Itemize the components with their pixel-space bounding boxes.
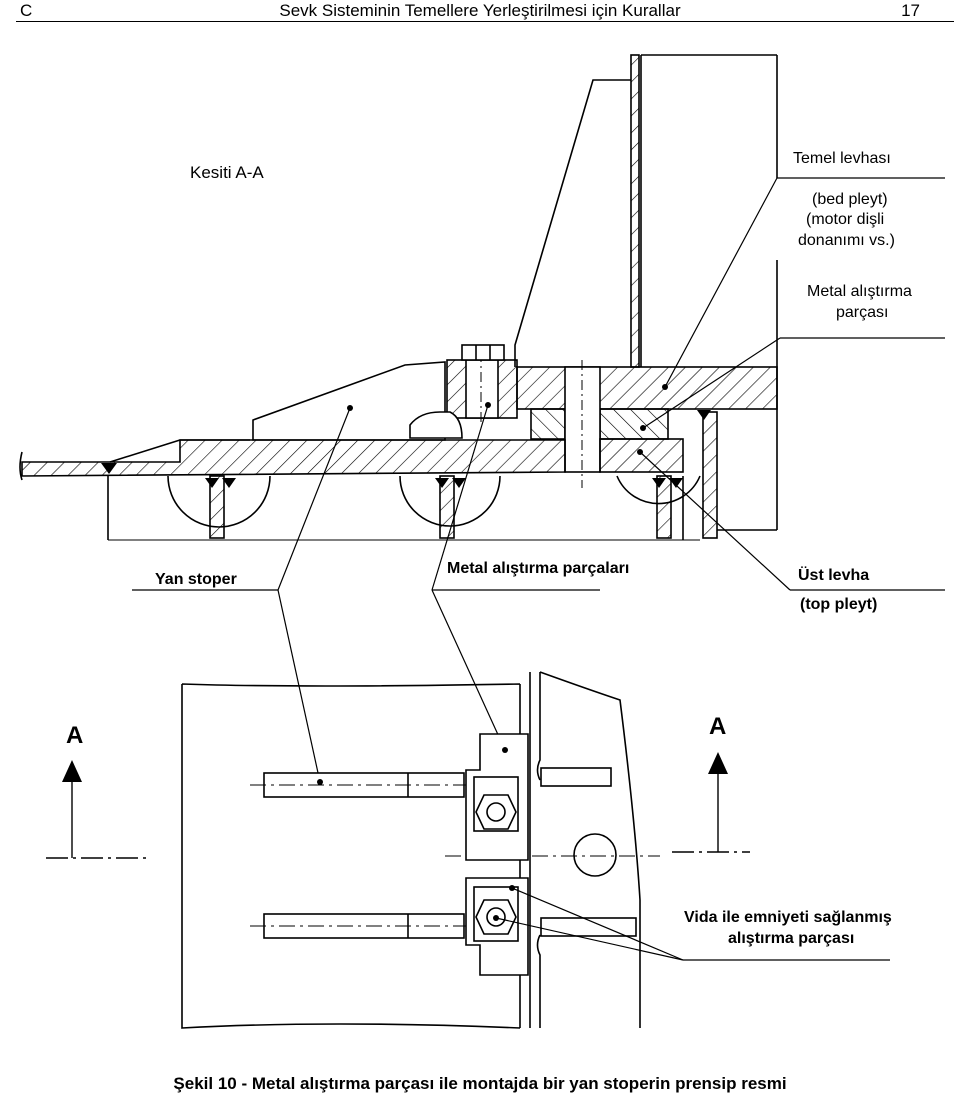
vertical-web: [630, 54, 778, 530]
hex-nut-upper: [475, 794, 517, 830]
metal-chock: [599, 408, 669, 440]
top-plate-label-1: Üst levha: [798, 565, 869, 584]
bed-plate-label-2: (bed pleyt): [812, 191, 888, 208]
bolt-head: [461, 344, 505, 361]
metal-chock-2: [530, 408, 566, 440]
section-mark-right: A: [709, 713, 726, 740]
screw-chock-label-2: alıştırma parçası: [728, 930, 854, 947]
header-title: Sevk Sisteminin Temellere Yerleştirilmes…: [279, 1, 681, 20]
page-header: C Sevk Sisteminin Temellere Yerleştirilm…: [0, 0, 960, 24]
bed-plate: [516, 366, 778, 410]
bed-plate-label-1: Temel levhası: [793, 150, 891, 167]
section-marker-right: [672, 752, 750, 853]
bolt-hole: [573, 833, 617, 877]
section-view: [19, 54, 945, 783]
section-title: Kesiti A-A: [190, 163, 264, 182]
deck-plate: [21, 439, 566, 477]
bed-plate-label-4: donanımı vs.): [798, 232, 895, 249]
section-letter: C: [20, 1, 33, 20]
section-marker-left: [46, 760, 150, 859]
metal-chock-label-1: Metal alıştırma: [807, 283, 912, 300]
plan-view: [46, 671, 890, 1029]
page-number: 17: [901, 1, 920, 20]
side-stopper-label: Yan stoper: [155, 571, 237, 588]
figure-caption: Şekil 10 - Metal alıştırma parçası ile m…: [173, 1074, 787, 1093]
leader-lines: [132, 177, 945, 783]
top-plate: [599, 438, 684, 473]
screw-chock-label-1: Vida ile emniyeti sağlanmış: [684, 909, 892, 926]
metal-chock-label-2: parçası: [836, 304, 888, 321]
top-plate-label-2: (top pleyt): [800, 596, 877, 613]
section-mark-left: A: [66, 722, 83, 749]
bracket: [514, 79, 631, 367]
stiffeners: [107, 411, 718, 540]
metal-chocks-label: Metal alıştırma parçaları: [447, 560, 629, 577]
header-rule: [16, 21, 954, 22]
bed-plate-label-3: (motor dişli: [806, 211, 884, 228]
leader-dots: [347, 384, 668, 455]
weld-marks: [101, 410, 711, 488]
